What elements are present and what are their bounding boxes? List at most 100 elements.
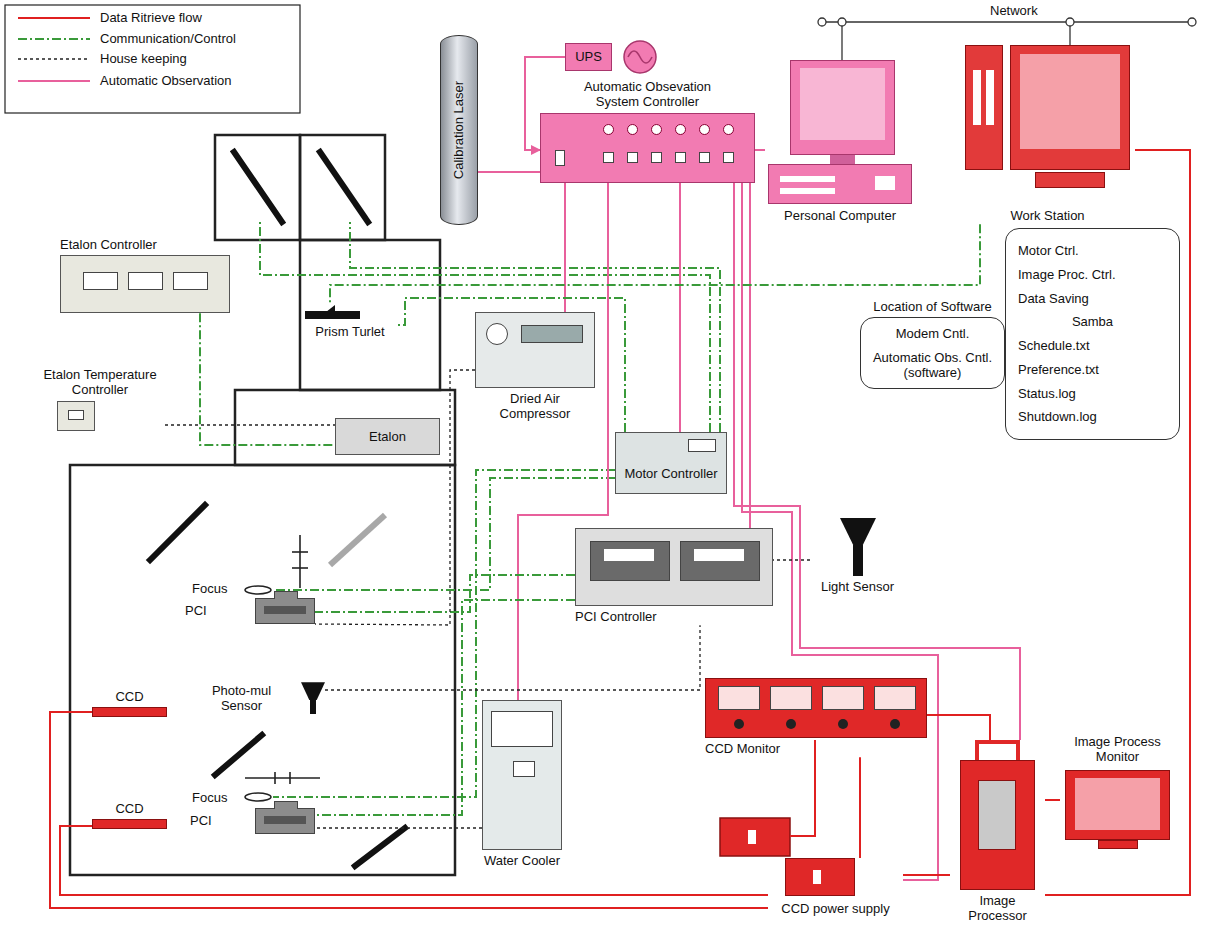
connector — [773, 559, 810, 560]
legend-sample — [18, 18, 90, 81]
panel-detail — [627, 124, 638, 135]
node-label: Preference.txt — [1018, 362, 1167, 377]
filter-element — [245, 535, 320, 784]
focus-lens — [245, 793, 271, 801]
pci-unit-body — [255, 808, 315, 834]
connector — [1045, 799, 1060, 801]
laser-tube-body: Calibration Laser — [440, 35, 478, 225]
connector — [679, 183, 681, 432]
panel-detail — [786, 719, 796, 729]
panel-detail — [965, 45, 1003, 170]
workstation-icon: Work Station — [960, 40, 1135, 224]
control-wire — [273, 478, 615, 590]
panel-detail — [853, 545, 863, 576]
etalon-box-body: Etalon — [335, 418, 440, 455]
half-mirror — [330, 515, 385, 565]
pci-controller-body — [575, 528, 773, 606]
panel-detail — [978, 780, 1016, 850]
focus-lens — [245, 586, 271, 594]
image-monitor: Image Process Monitor — [1060, 733, 1175, 850]
panel-detail — [68, 410, 84, 420]
instrument-housing — [300, 135, 385, 240]
panel-detail — [604, 549, 654, 561]
ups-box: UPS — [565, 43, 612, 71]
ccd-sensor: CCD — [92, 800, 167, 829]
ac-power-symbol — [624, 41, 656, 73]
ccd-sensor-body — [92, 819, 167, 829]
connector — [749, 183, 751, 528]
panel-detail — [986, 70, 994, 125]
part-label: Network — [990, 3, 1038, 18]
network-bus — [818, 18, 826, 26]
connector — [315, 575, 575, 612]
mirror — [215, 735, 262, 775]
filter-element — [292, 567, 308, 569]
panel-detail — [675, 124, 686, 135]
connector — [315, 827, 482, 828]
image-processor-body — [950, 740, 1045, 890]
connector — [330, 224, 980, 305]
photomultiplier-sensor-body — [301, 682, 325, 714]
panel-detail — [874, 686, 916, 710]
legend-frame — [5, 5, 300, 113]
panel-detail — [1035, 172, 1105, 188]
panel-detail — [486, 323, 508, 345]
legend-sample — [18, 80, 90, 82]
panel-detail — [780, 188, 835, 194]
panel-detail — [770, 686, 812, 710]
legend-text: House keeping — [100, 51, 187, 66]
panel-detail — [723, 152, 734, 163]
computer-icon: Personal Computer — [765, 55, 915, 224]
panel-detail — [603, 124, 614, 135]
network-bus — [818, 18, 1196, 60]
panel-detail — [813, 870, 821, 884]
panel-detail — [800, 68, 885, 140]
part-label: Focus — [192, 581, 227, 596]
node-label: Work Station — [960, 207, 1135, 224]
mirror — [150, 505, 205, 560]
filter-element — [245, 777, 320, 779]
connector — [60, 826, 768, 895]
network-bus — [822, 21, 1192, 22]
photomultiplier-sensor: Photo-mul Sensor — [190, 682, 325, 715]
panel-detail — [694, 549, 744, 561]
air-compressor-body — [475, 312, 595, 388]
node-label: Motor Ctrl. — [1018, 243, 1167, 258]
panel-detail — [1075, 778, 1160, 830]
ccd-sensor-body — [92, 707, 167, 717]
filter-element — [292, 551, 308, 553]
prism-turret-body — [305, 305, 395, 321]
connector — [315, 370, 475, 625]
instrument-housing — [300, 240, 440, 390]
light-sensor: Light Sensor — [810, 518, 905, 595]
prism-turret: Prism Turlet — [305, 305, 395, 340]
node-label: Prism Turlet — [305, 323, 395, 340]
node-label: UPS — [568, 49, 609, 64]
node-label: Image Processor — [950, 892, 1045, 925]
node-label: Etalon — [338, 429, 437, 444]
etalon-box: Etalon — [335, 418, 440, 455]
node-label: Modem Cntl. — [867, 326, 998, 341]
temperature-controller: Etalon Temperature Controller — [35, 366, 165, 431]
ac-power-symbol — [628, 51, 652, 63]
panel-detail — [513, 761, 535, 777]
ccd-monitor-body — [705, 678, 927, 738]
control-wire — [260, 222, 710, 432]
connector — [395, 298, 625, 432]
ac-power-symbol — [624, 41, 656, 73]
panel-detail — [491, 711, 553, 747]
network-bus — [1188, 18, 1196, 26]
computer-icon-body — [765, 55, 915, 205]
network-bus — [1066, 18, 1074, 26]
node-label: Light Sensor — [810, 578, 905, 595]
node-label: Schedule.txt — [1018, 338, 1167, 353]
pci-controller: PCI Controller — [575, 528, 773, 625]
node-label: Automatic Obsevation System Controller — [540, 78, 755, 111]
light-sensor-body — [810, 518, 905, 576]
connector — [927, 715, 990, 740]
water-cooler-body — [482, 700, 562, 850]
mirror — [355, 828, 405, 866]
etalon-controller-body — [60, 255, 230, 313]
software-frame: Motor Ctrl.Image Proc. Ctrl.Data SavingS… — [1005, 228, 1180, 440]
panel-detail — [675, 152, 686, 163]
